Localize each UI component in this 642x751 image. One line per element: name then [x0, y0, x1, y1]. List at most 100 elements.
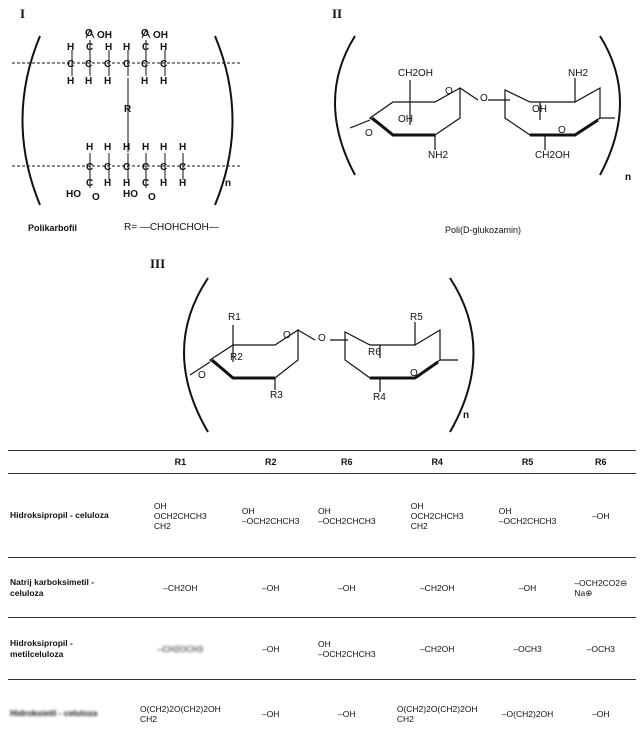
- svg-text:H: H: [179, 178, 186, 189]
- caption-poliglukozamin: Poli(D-glukozamin): [445, 225, 522, 235]
- table-cell: –OH: [566, 680, 636, 748]
- svg-text:O: O: [92, 192, 100, 203]
- table-row: Hidroksipropil - celuloza OH OCH2CHCH3 C…: [8, 473, 636, 558]
- table-cell: –CH2OCH3: [128, 617, 233, 680]
- table-cell: –OH: [308, 557, 385, 618]
- cell-text: O(CH2)2O(CH2)2OH CH2: [396, 703, 478, 724]
- svg-text:OH: OH: [97, 30, 112, 41]
- label-II: II: [332, 6, 343, 21]
- svg-text:H: H: [86, 142, 93, 153]
- cell-text: –OCH3: [586, 643, 615, 654]
- bracket-left-II: [334, 35, 356, 176]
- svg-text:H: H: [105, 42, 112, 53]
- table-cell: OH OCH2CHCH3 CH2: [128, 473, 233, 558]
- svg-text:O: O: [85, 28, 93, 39]
- svg-text:HO: HO: [66, 189, 81, 200]
- cell-text: –OH: [338, 582, 356, 593]
- cell-text: OH OCH2CHCH3 CH2: [153, 500, 207, 531]
- table-header-r5: R5: [489, 450, 566, 474]
- table-header-r2: R2: [232, 450, 309, 474]
- cell-text: –OH: [338, 708, 356, 719]
- cell-text: –OH: [592, 708, 610, 719]
- r5-label: R5: [410, 312, 423, 323]
- svg-text:C: C: [160, 59, 167, 70]
- svg-text:H: H: [104, 76, 111, 87]
- cell-text: –OH: [592, 510, 610, 521]
- o-terminal-III: O: [198, 370, 206, 381]
- o-ring-right-III: O: [410, 368, 418, 379]
- oh-right-II: OH: [532, 104, 547, 115]
- svg-text:H: H: [160, 42, 167, 53]
- o-ring-right-II: O: [558, 125, 566, 136]
- ch2oh-right-II: CH2OH: [535, 150, 571, 161]
- table-cell: –OH: [232, 617, 309, 680]
- table-cell: OH –OCH2CHCH3: [308, 617, 385, 680]
- svg-text:C: C: [85, 59, 92, 70]
- label-III: III: [150, 256, 166, 271]
- svg-text:C: C: [67, 59, 74, 70]
- table-row: Natrij karboksimetil - celuloza –CH2OH –…: [8, 557, 636, 618]
- table-cell: –CH2OH: [384, 557, 490, 618]
- n-subscript-II: n: [625, 172, 632, 183]
- cell-text: –OH: [261, 708, 280, 719]
- cell-text: –CH2OCH3: [157, 643, 204, 654]
- table-cell: –OH: [309, 680, 385, 748]
- bracket-right-III: [449, 277, 475, 433]
- row-name-hidroksietil-celuloza: Hidroksietil - celuloza: [10, 708, 98, 719]
- cell-text: OH OCH2CHCH3 CH2: [410, 500, 464, 531]
- o-ring-left-III: O: [283, 330, 291, 341]
- svg-text:C: C: [160, 162, 167, 173]
- table-cell: OH OCH2CHCH3 CH2: [384, 473, 490, 558]
- table-cell: –O(CH2)2OH: [490, 680, 566, 748]
- table-header-r4: R4: [384, 450, 490, 474]
- bracket-right-I: [214, 35, 234, 206]
- n-subscript-I: n: [225, 178, 232, 189]
- svg-text:H: H: [67, 76, 74, 87]
- svg-text:O: O: [141, 28, 149, 39]
- table-cell: –OH: [232, 557, 309, 618]
- svg-text:H: H: [123, 42, 130, 53]
- table-header-r6a: R6: [308, 450, 385, 474]
- cell-text: O(CH2)2O(CH2)2OH CH2: [139, 703, 221, 724]
- svg-text:C: C: [104, 59, 111, 70]
- svg-text:OH: OH: [153, 30, 168, 41]
- svg-text:H: H: [85, 76, 92, 87]
- bracket-right-II: [599, 35, 621, 176]
- r1-label: R1: [228, 312, 241, 323]
- substituent-table: R1 R2 R6 R4 R5 R6 Hidroksipropil - celul…: [8, 450, 636, 748]
- cell-text: –OCH3: [513, 643, 542, 654]
- svg-text:C: C: [123, 162, 130, 173]
- ch2oh-left-II: CH2OH: [398, 68, 434, 79]
- o-ring-left-II: O: [445, 86, 453, 97]
- svg-text:C: C: [179, 162, 186, 173]
- svg-text:H: H: [141, 76, 148, 87]
- r6-label: R6: [368, 347, 381, 358]
- nh2-right-II: NH2: [568, 68, 589, 79]
- bracket-left-III: [183, 277, 209, 433]
- svg-text:H: H: [123, 142, 130, 153]
- o-bridge-III: O: [318, 333, 326, 344]
- table-header-r1: R1: [128, 450, 233, 474]
- table-cell: –OH: [565, 473, 636, 558]
- svg-text:H: H: [160, 76, 167, 87]
- r3-label: R3: [270, 390, 283, 401]
- r4-label: R4: [373, 392, 386, 403]
- caption-polikarbofil-R: R= —CHOHCHOH—: [124, 222, 219, 233]
- cell-text: OH –OCH2CHCH3: [241, 505, 300, 526]
- table-cell: –OCH3: [489, 617, 566, 680]
- svg-text:C: C: [142, 162, 149, 173]
- table-header-row: R1 R2 R6 R4 R5 R6: [8, 450, 636, 474]
- svg-text:H: H: [67, 42, 74, 53]
- r2-label: R2: [230, 352, 243, 363]
- table-row: Hidroksipropil - metilceluloza –CH2OCH3 …: [8, 617, 636, 680]
- cell-text: –O(CH2)2OH: [501, 708, 554, 719]
- svg-text:HO: HO: [123, 189, 138, 200]
- caption-polikarbofil: Polikarbofil: [28, 223, 78, 233]
- table-cell: –CH2OH: [384, 617, 490, 680]
- table-header-empty: [8, 450, 128, 474]
- table-cell: O(CH2)2O(CH2)2OH CH2: [128, 680, 233, 748]
- cell-text: –OH: [261, 643, 280, 654]
- table-cell: OH –OCH2CHCH3: [489, 473, 566, 558]
- nh2-left-II: NH2: [428, 150, 449, 161]
